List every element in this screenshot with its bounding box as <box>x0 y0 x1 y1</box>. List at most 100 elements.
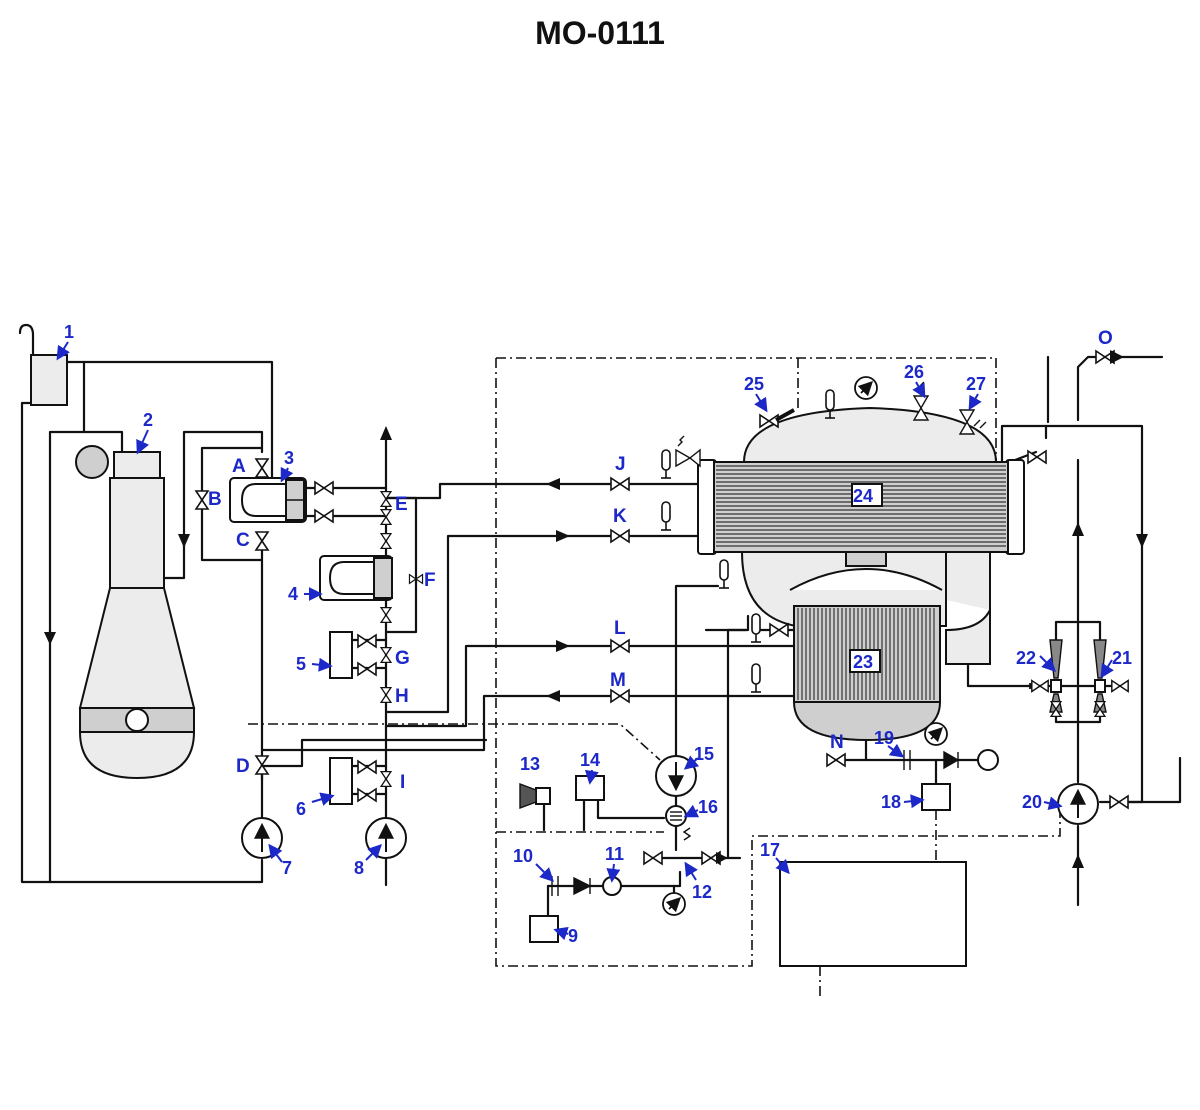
label-valve-h: H <box>395 686 409 707</box>
label-valve-j: J <box>615 454 626 475</box>
label-23: 23 <box>853 652 873 672</box>
valve-12a-icon <box>643 851 663 865</box>
valve-3a-icon <box>314 481 334 495</box>
valve-6b-icon <box>357 788 377 802</box>
label-13: 13 <box>520 754 540 774</box>
valve-n-icon <box>826 753 846 767</box>
valve-5b-icon <box>357 662 377 676</box>
valve-e4-icon <box>380 606 392 624</box>
thermometer-23b-icon <box>750 663 762 693</box>
label-10: 10 <box>513 846 533 866</box>
label-valve-o: O <box>1098 328 1113 349</box>
label-6: 6 <box>296 799 306 819</box>
relief-valve-24-icon <box>675 435 701 468</box>
expansion-tank <box>30 354 68 406</box>
valve-m-icon <box>610 689 630 703</box>
label-valve-b: B <box>208 489 222 510</box>
component-labels: 1 2 3 4 5 6 7 8 9 10 11 12 13 14 15 16 1… <box>64 322 1132 946</box>
pressure-gauge-12-icon <box>663 893 685 915</box>
piping <box>18 323 1182 918</box>
label-27: 27 <box>966 374 986 394</box>
reboiler-23 <box>792 605 942 742</box>
label-4: 4 <box>288 584 298 604</box>
diagram-title: MO-0111 <box>535 15 665 51</box>
label-21: 21 <box>1112 648 1132 668</box>
label-valve-e: E <box>395 494 408 515</box>
control-lines <box>248 357 1061 998</box>
label-24: 24 <box>853 486 873 506</box>
label-valve-a: A <box>232 456 246 477</box>
label-valve-k: K <box>613 506 627 527</box>
label-19: 19 <box>874 728 894 748</box>
pump-15 <box>655 755 697 797</box>
label-25: 25 <box>744 374 764 394</box>
label-9: 9 <box>568 926 578 946</box>
label-3: 3 <box>284 448 294 468</box>
valve-e3-icon <box>380 532 392 550</box>
sight-glass-19 <box>977 749 999 771</box>
unit-9 <box>529 915 559 943</box>
thermometer-23a-icon <box>750 613 762 643</box>
label-5: 5 <box>296 654 306 674</box>
exchanger-4 <box>319 555 393 601</box>
leader-arrows <box>56 341 1114 941</box>
pump-7 <box>241 817 283 859</box>
thermometer-k-icon <box>660 501 672 531</box>
label-15: 15 <box>694 744 714 764</box>
tank-17 <box>779 861 967 967</box>
relief-valve-27-icon <box>958 409 987 435</box>
thermometer-24-icon <box>718 559 730 589</box>
valve-h-icon <box>380 686 392 704</box>
label-valve-n: N <box>830 732 844 753</box>
valve-k-icon <box>610 529 630 543</box>
valve-23-icon <box>769 623 789 637</box>
valve-6a-icon <box>357 760 377 774</box>
label-22: 22 <box>1016 648 1036 668</box>
thermometer-j-icon <box>660 449 672 479</box>
valve-5a-icon <box>357 634 377 648</box>
check-valve-19-icon <box>943 750 960 770</box>
label-18: 18 <box>881 792 901 812</box>
condenser-24 <box>697 406 1025 665</box>
pump-20 <box>1057 783 1099 825</box>
label-11: 11 <box>605 844 624 864</box>
valve-21-icon <box>1111 679 1129 693</box>
label-17: 17 <box>760 840 780 860</box>
filter-5 <box>329 631 353 679</box>
pump-8 <box>365 817 407 859</box>
valve-i-icon <box>380 770 392 788</box>
label-valve-c: C <box>236 530 250 551</box>
valve-l-icon <box>610 639 630 653</box>
label-12: 12 <box>692 882 712 902</box>
relief-valve-12-icon <box>682 827 692 841</box>
valve-c-icon <box>255 531 269 551</box>
valve-22-icon <box>1031 679 1049 693</box>
label-14: 14 <box>580 750 600 770</box>
valve-vent-icon <box>1027 450 1047 464</box>
check-valve-12-icon <box>716 852 728 864</box>
label-16: 16 <box>698 797 718 817</box>
check-valve-10-icon <box>573 876 592 896</box>
label-7: 7 <box>282 858 292 878</box>
valve-3b-icon <box>314 509 334 523</box>
label-2: 2 <box>143 410 153 430</box>
pressure-gauge-icon <box>855 377 877 399</box>
label-valve-g: G <box>395 648 410 669</box>
alarm-horn-13 <box>519 782 551 810</box>
label-26: 26 <box>904 362 924 382</box>
valve-g-icon <box>380 646 392 664</box>
valve-a-icon <box>255 458 269 478</box>
label-valve-l: L <box>614 618 626 639</box>
label-1: 1 <box>64 322 74 342</box>
label-20: 20 <box>1022 792 1042 812</box>
label-valve-m: M <box>610 670 626 691</box>
valve-j-icon <box>610 477 630 491</box>
filter-6 <box>329 757 353 805</box>
valve-b-icon <box>195 490 209 510</box>
reactor-vessel <box>75 445 196 780</box>
label-8: 8 <box>354 858 364 878</box>
relief-valve-25-icon <box>759 408 795 428</box>
unit-18 <box>921 783 951 811</box>
label-valve-f: F <box>424 570 436 591</box>
